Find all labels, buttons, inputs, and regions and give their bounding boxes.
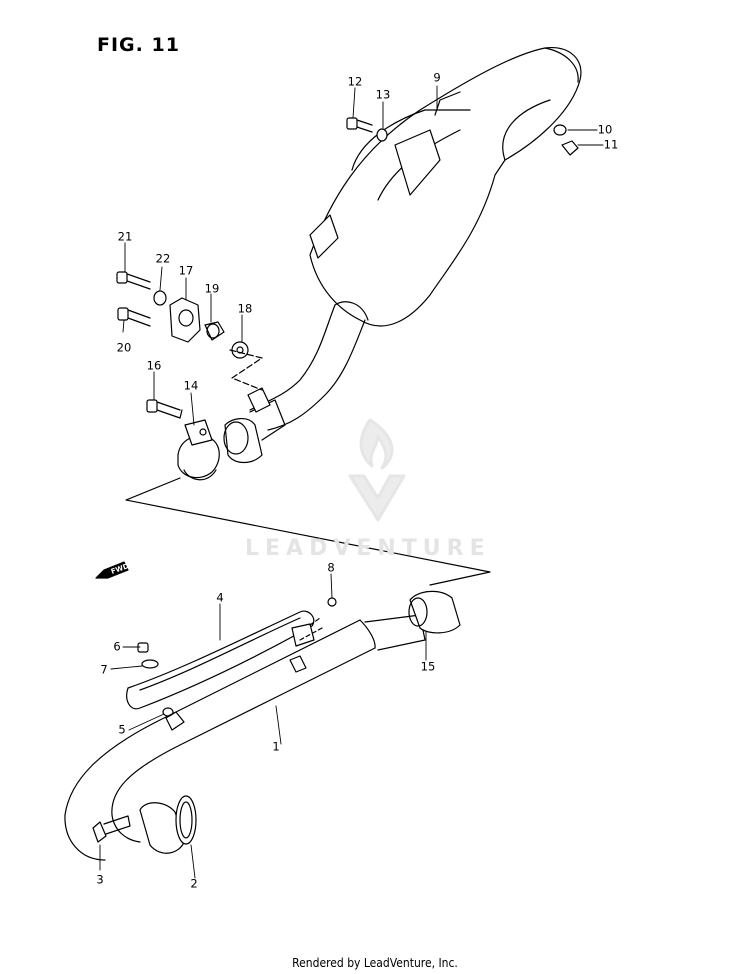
- watermark-logo: [348, 418, 406, 522]
- callout-21: 21: [117, 229, 133, 244]
- bolt-12: [346, 117, 358, 130]
- fwd-arrow: [95, 561, 129, 579]
- washer-13: [376, 128, 388, 142]
- gasket-2: [139, 795, 197, 854]
- bolt-20: [117, 307, 151, 327]
- callout-2: 2: [190, 876, 198, 891]
- callout-15: 15: [420, 659, 436, 674]
- washer-22: [153, 290, 167, 306]
- heat-shield: [126, 610, 315, 710]
- bracket-17: [169, 297, 201, 343]
- muffler: [309, 47, 582, 327]
- callout-17: 17: [178, 263, 194, 278]
- callout-1: 1: [272, 739, 280, 754]
- washer-5: [162, 707, 174, 717]
- callout-14: 14: [183, 378, 199, 393]
- callout-22: 22: [155, 251, 171, 266]
- leader-lines: [99, 85, 604, 879]
- callout-20: 20: [116, 340, 132, 355]
- washer-10: [553, 124, 567, 136]
- footer-credit: Rendered by LeadVenture, Inc.: [292, 956, 458, 970]
- callout-18: 18: [237, 301, 253, 316]
- callout-6: 6: [113, 639, 121, 654]
- clamp: [177, 419, 220, 481]
- callout-5: 5: [118, 722, 126, 737]
- callout-16: 16: [146, 358, 162, 373]
- bolt-6: [137, 642, 149, 653]
- bolt-3: [92, 815, 131, 843]
- bolt-21: [116, 271, 151, 290]
- assembly-divider: [125, 477, 491, 586]
- washer-18: [231, 341, 249, 359]
- callout-8: 8: [327, 560, 335, 575]
- bolt-16: [146, 399, 183, 419]
- rear-pipe: [223, 301, 369, 464]
- callout-9: 9: [433, 70, 441, 85]
- callout-10: 10: [597, 122, 613, 137]
- exhaust-pipe: [64, 590, 461, 861]
- nut-11: [561, 140, 579, 156]
- callout-3: 3: [96, 872, 104, 887]
- watermark-text: LEADVENTURE: [245, 536, 491, 561]
- figure-title: FIG. 11: [97, 34, 180, 56]
- callout-19: 19: [204, 281, 220, 296]
- callout-4: 4: [216, 590, 224, 605]
- callout-7: 7: [100, 662, 108, 677]
- washer-7: [141, 659, 159, 669]
- grommet-19: [204, 321, 225, 341]
- callout-11: 11: [603, 137, 619, 152]
- callout-13: 13: [375, 87, 391, 102]
- screw-8: [327, 597, 337, 607]
- callout-12: 12: [347, 74, 363, 89]
